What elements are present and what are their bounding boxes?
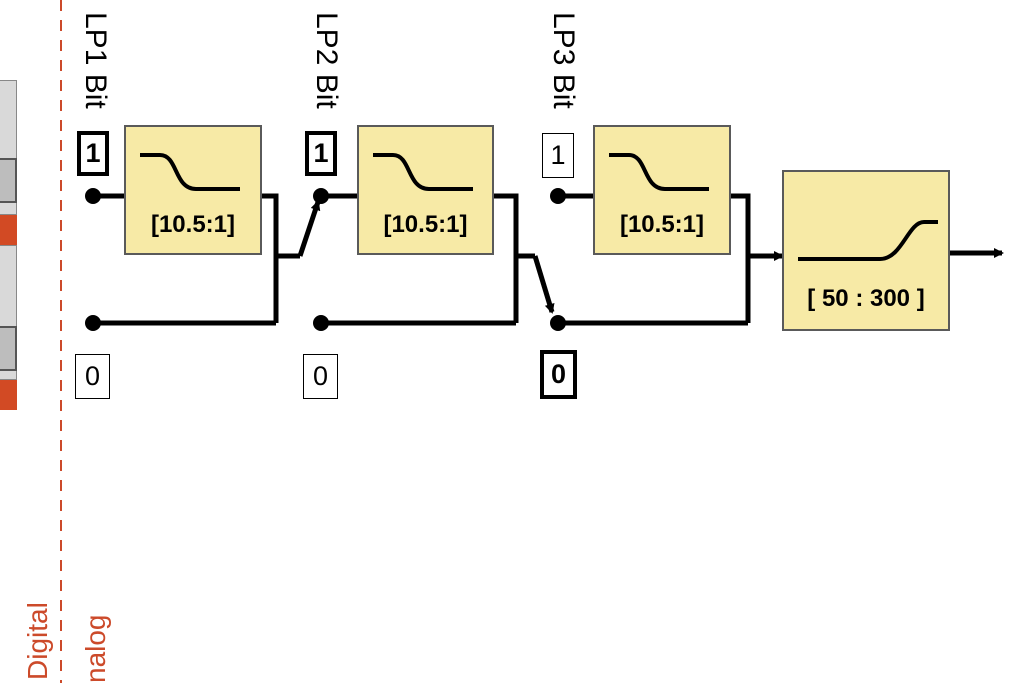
digital-flag-upper <box>0 215 17 245</box>
digital-register-lower <box>0 326 17 371</box>
lowpass-curve-icon <box>609 153 709 191</box>
stage2-bit-top[interactable]: 1 <box>305 131 337 176</box>
digital-flag-lower <box>0 380 17 410</box>
highpass-curve-icon <box>798 220 938 261</box>
stage2-output-join <box>494 193 519 323</box>
stage1-switch-arm <box>297 200 321 257</box>
stage2-bit-bottom[interactable]: 0 <box>303 354 338 399</box>
highpass-filter-range: [ 50 : 300 ] <box>807 285 925 312</box>
stage1-node-bottom <box>85 315 101 331</box>
stage1-node-top <box>85 188 101 204</box>
stage3-bit-top[interactable]: 1 <box>542 133 574 178</box>
lowpass-curve-icon <box>373 153 473 191</box>
stage1-label: LP1 Bit <box>79 12 112 109</box>
lowpass-filter-1: [10.5:1] <box>124 125 262 255</box>
lowpass-filter-3: [10.5:1] <box>593 125 731 255</box>
stage1-output-join <box>262 193 279 323</box>
stage1-bit-bottom[interactable]: 0 <box>75 354 110 399</box>
stage3-node-bottom <box>550 315 566 331</box>
digital-register-upper <box>0 158 17 203</box>
stage2-node-bottom <box>313 315 329 331</box>
stage3-bit-bottom[interactable]: 0 <box>540 350 577 399</box>
lowpass-curve-icon <box>140 153 240 191</box>
stage3-label: LP3 Bit <box>547 12 580 109</box>
stage2-node-top <box>313 188 329 204</box>
lowpass-filter-2: [10.5:1] <box>357 125 494 255</box>
stage3-node-top <box>550 188 566 204</box>
lowpass-filter-2-ratio: [10.5:1] <box>383 211 468 238</box>
stage2-switch-arm <box>532 255 555 314</box>
lowpass-filter-3-ratio: [10.5:1] <box>619 211 705 238</box>
lowpass-filter-1-ratio: [10.5:1] <box>150 211 236 238</box>
stage3-output-join <box>731 193 751 323</box>
stage1-bit-top[interactable]: 1 <box>77 131 109 176</box>
domain-label-analog: nalog <box>80 614 111 683</box>
stage2-label: LP2 Bit <box>310 12 343 109</box>
domain-label-digital: Digital <box>22 602 53 680</box>
highpass-filter: [ 50 : 300 ] <box>782 170 950 331</box>
